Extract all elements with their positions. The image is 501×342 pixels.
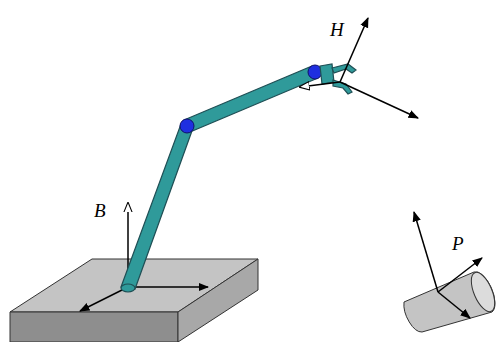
hand-frame (300, 18, 418, 118)
gripper (320, 64, 356, 94)
frame-label: B (94, 201, 106, 220)
joint (180, 65, 322, 133)
part-frame (414, 212, 482, 318)
part-cylinder (404, 269, 500, 332)
frame-label: H (330, 20, 344, 39)
robot-arm (121, 66, 318, 292)
frame-label: P (452, 234, 464, 253)
